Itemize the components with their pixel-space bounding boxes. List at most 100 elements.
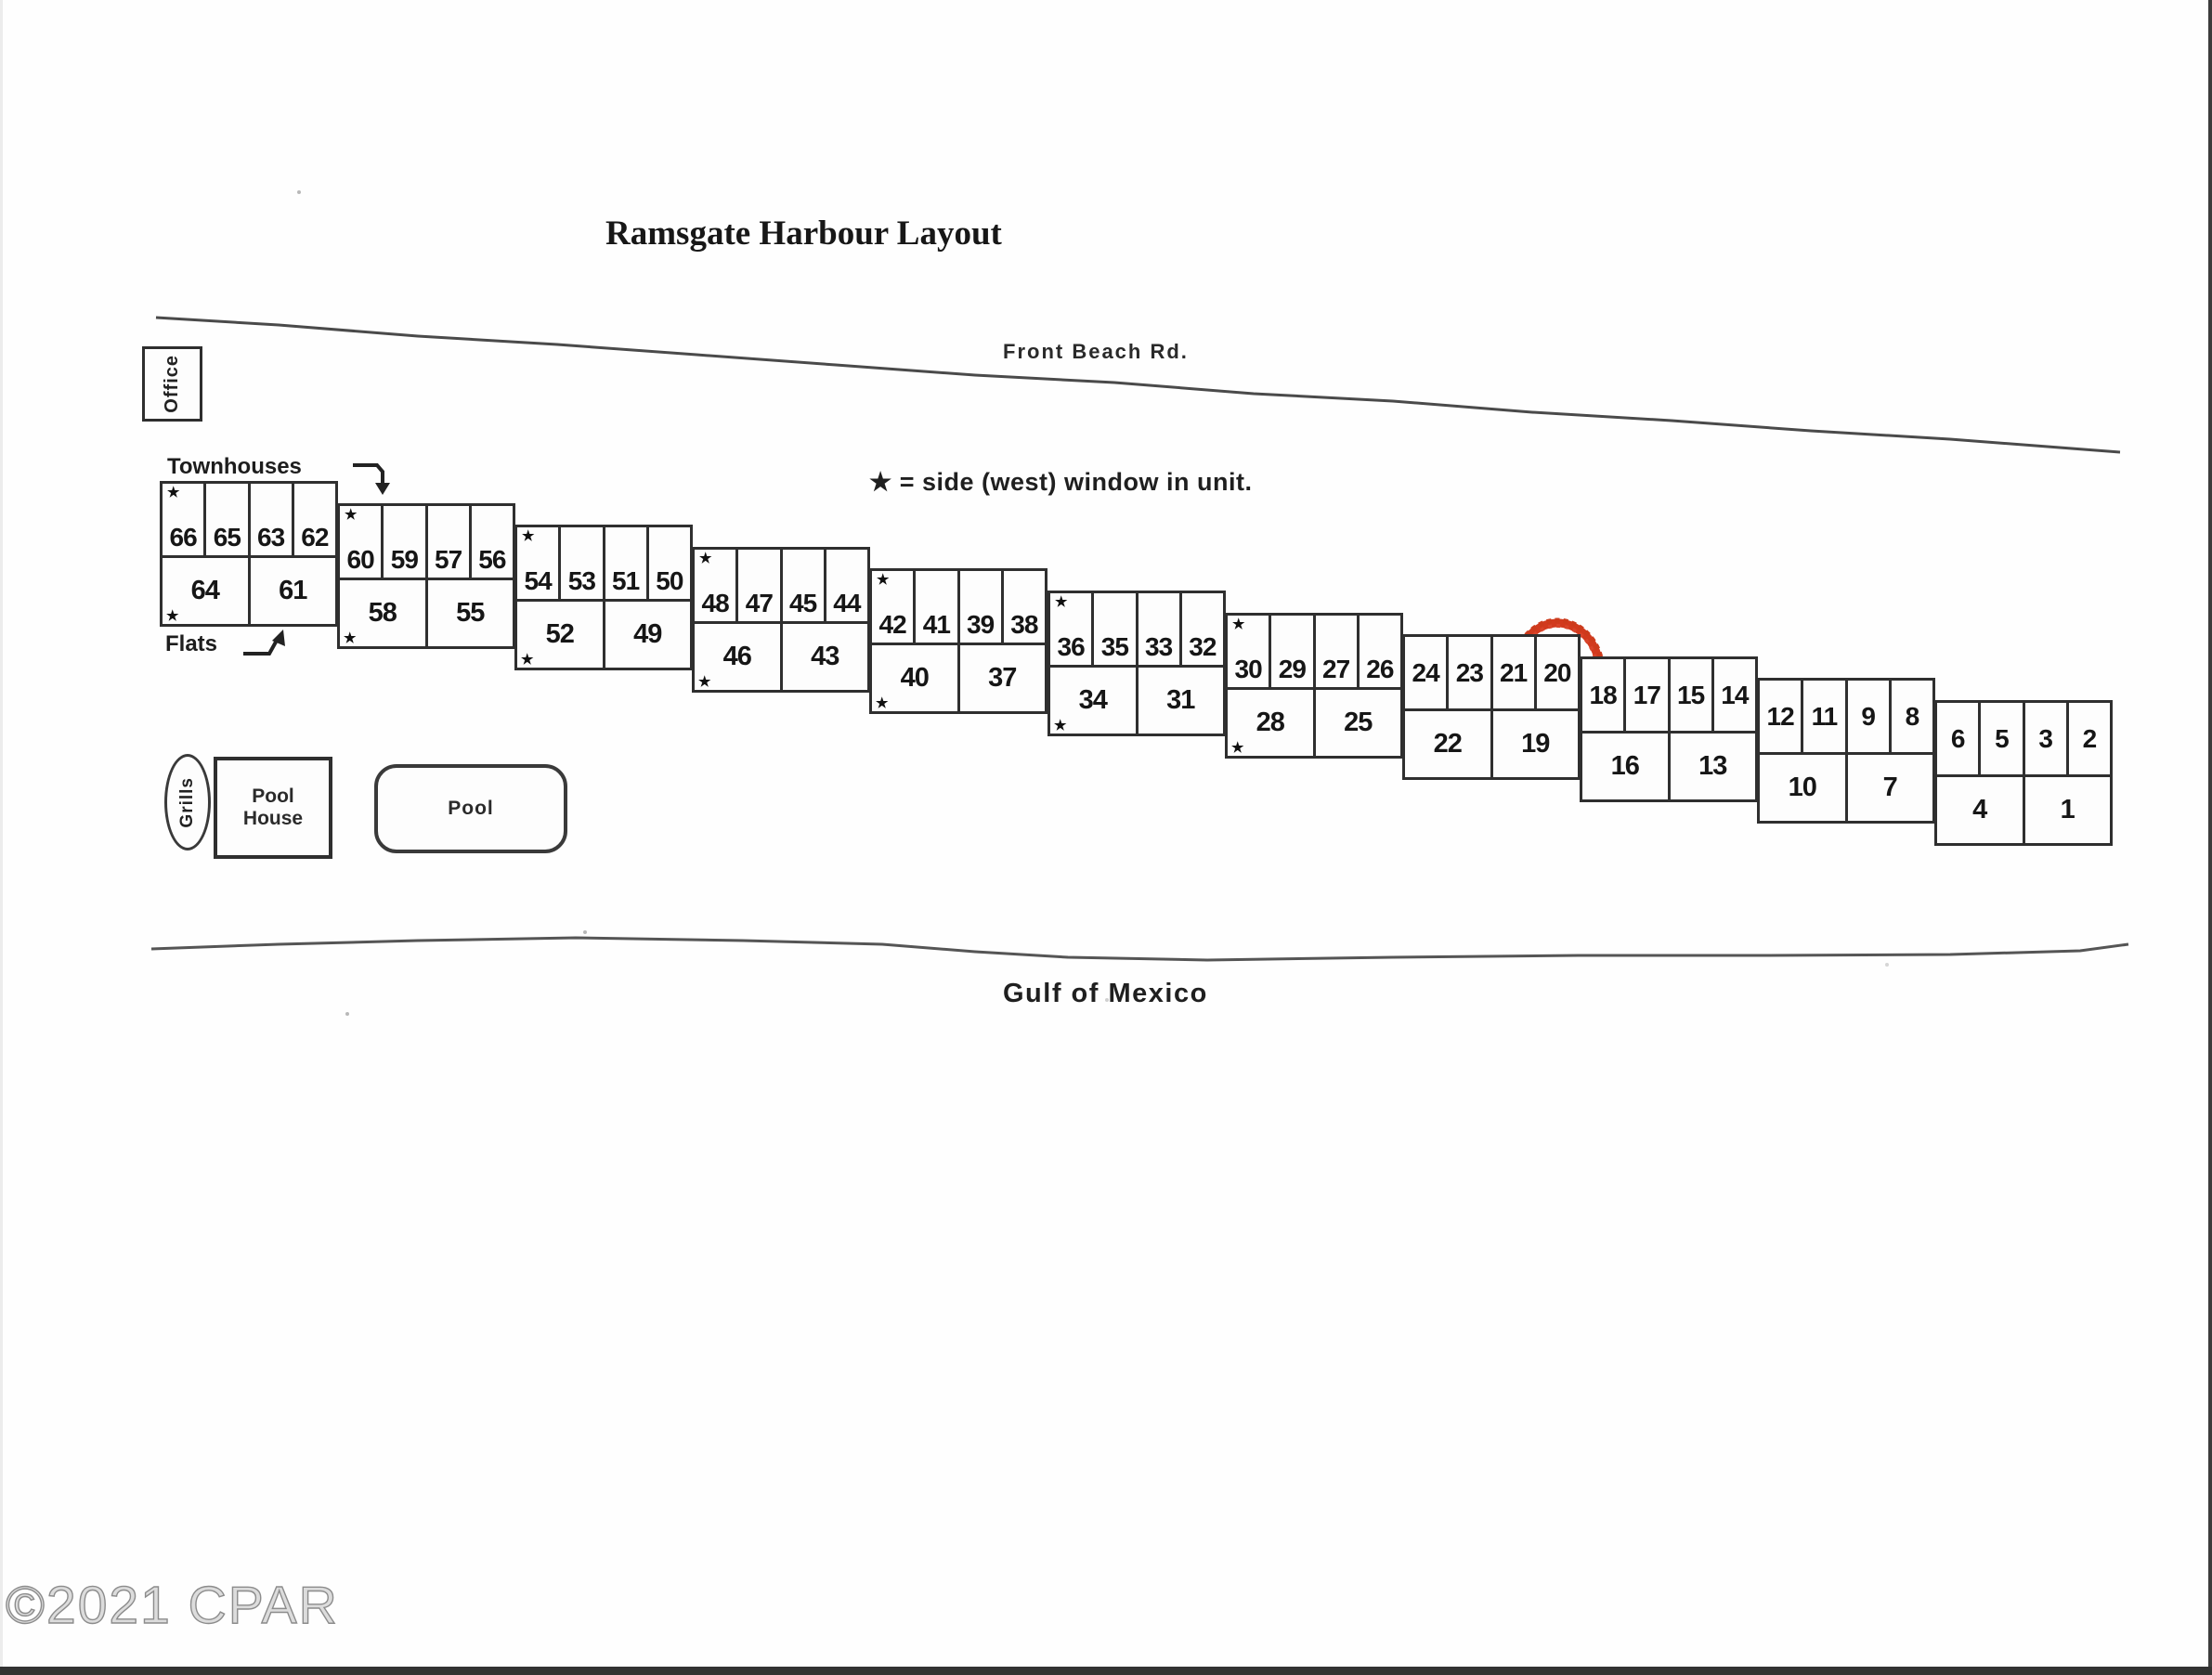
unit-cell-24: 24: [1405, 637, 1450, 708]
west-window-star: ★: [1232, 617, 1244, 632]
townhouses-label: Townhouses: [167, 454, 302, 479]
unit-cell-37: 37: [988, 663, 1017, 693]
unit-cell-30: 30★: [1228, 616, 1272, 687]
west-window-star: ★: [1055, 594, 1067, 610]
west-window-star: ★: [344, 630, 356, 646]
grills-label: Grills: [177, 776, 197, 828]
unit-cell-16: 16: [1582, 734, 1671, 799]
scan-speck: [583, 930, 587, 934]
flats-label: Flats: [165, 631, 218, 656]
unit-cell-35: 35: [1094, 593, 1139, 665]
unit-cell-25: 25: [1344, 708, 1373, 737]
flats-arrow: [243, 636, 280, 656]
unit-cell-20: 20: [1543, 657, 1571, 687]
unit-cell-62: 62: [301, 523, 329, 552]
west-window-star: ★: [345, 507, 357, 523]
gulf-shoreline-line: [150, 936, 2129, 962]
unit-cell-21: 21: [1493, 637, 1537, 708]
unit-cell-38: 38: [1010, 610, 1038, 639]
front-beach-road-line: [155, 316, 2121, 454]
unit-cell-44: 44: [833, 589, 861, 617]
unit-cell-52: 52★: [517, 602, 605, 668]
gulf-label: Gulf of Mexico: [1003, 979, 1208, 1008]
unit-cell-17: 17: [1626, 659, 1671, 731]
scan-edge-right: [2208, 0, 2212, 1675]
west-window-star: ★: [876, 695, 888, 711]
unit-cell-45: 45: [783, 550, 826, 621]
unit-cell-64: 64★: [163, 558, 251, 624]
west-window-star: ★: [698, 674, 710, 690]
unit-cell-26: 26: [1366, 655, 1394, 683]
unit-cell-51: 51: [605, 527, 649, 599]
unit-cell-59: 59: [384, 506, 428, 578]
unit-cell-14: 14: [1721, 680, 1749, 709]
flats-arrowhead: [272, 630, 285, 646]
unit-cell-6: 6: [1937, 703, 1982, 774]
west-window-star: ★: [167, 485, 179, 500]
road-label: Front Beach Rd.: [1003, 340, 1189, 363]
west-window-star: ★: [166, 608, 178, 624]
scan-edge-bottom: [0, 1667, 2212, 1675]
unit-cell-42: 42★: [872, 571, 917, 643]
unit-cell-65: 65: [206, 484, 251, 555]
unit-cell-60: 60★: [340, 506, 384, 578]
unit-cell-41: 41: [916, 571, 960, 643]
unit-cell-36: 36★: [1050, 593, 1095, 665]
unit-cell-47: 47: [738, 550, 783, 621]
unit-cell-40: 40★: [872, 645, 960, 711]
unit-cell-11: 11: [1803, 681, 1848, 752]
west-window-star: ★: [877, 572, 889, 588]
grills-area: Grills: [164, 754, 211, 850]
unit-cell-15: 15: [1671, 659, 1714, 731]
unit-cell-28: 28★: [1228, 690, 1316, 756]
unit-cell-31: 31: [1166, 685, 1195, 715]
page-title: Ramsgate Harbour Layout: [605, 214, 1002, 253]
scan-speck: [345, 1012, 349, 1016]
unit-cell-9: 9: [1848, 681, 1892, 752]
unit-cell-27: 27: [1316, 616, 1360, 687]
scan-speck: [1885, 963, 1889, 967]
unit-cell-32: 32: [1189, 632, 1217, 661]
unit-cell-1: 1: [2060, 795, 2075, 825]
unit-cell-3: 3: [2025, 703, 2069, 774]
copyright-watermark: ©2021 CPAR: [5, 1575, 339, 1635]
unit-cell-46: 46★: [695, 624, 783, 690]
unit-cell-2: 2: [2082, 723, 2098, 753]
unit-cell-8: 8: [1905, 701, 1920, 731]
star-legend: ★ = side (west) window in unit.: [869, 468, 1253, 496]
townhouses-arrowhead: [375, 483, 390, 495]
unit-cell-53: 53: [561, 527, 605, 599]
unit-cell-34: 34★: [1050, 668, 1139, 734]
unit-cell-19: 19: [1521, 729, 1550, 759]
unit-cell-10: 10: [1760, 755, 1848, 821]
unit-cell-33: 33: [1139, 593, 1182, 665]
townhouses-arrow: [353, 463, 384, 484]
office-box: Office: [142, 346, 202, 422]
unit-cell-58: 58★: [340, 580, 428, 646]
west-window-star: ★: [699, 551, 711, 566]
unit-cell-43: 43: [811, 642, 839, 671]
pool-house-box: Pool House: [214, 757, 332, 859]
office-label: Office: [162, 355, 182, 413]
scan-speck: [297, 190, 301, 194]
unit-cell-48: 48★: [695, 550, 739, 621]
unit-cell-23: 23: [1449, 637, 1493, 708]
west-window-star: ★: [1054, 718, 1066, 734]
unit-cell-55: 55: [456, 598, 485, 628]
unit-cell-63: 63: [251, 484, 294, 555]
unit-cell-49: 49: [633, 619, 662, 649]
unit-cell-50: 50: [656, 566, 683, 595]
unit-cell-12: 12: [1760, 681, 1804, 752]
